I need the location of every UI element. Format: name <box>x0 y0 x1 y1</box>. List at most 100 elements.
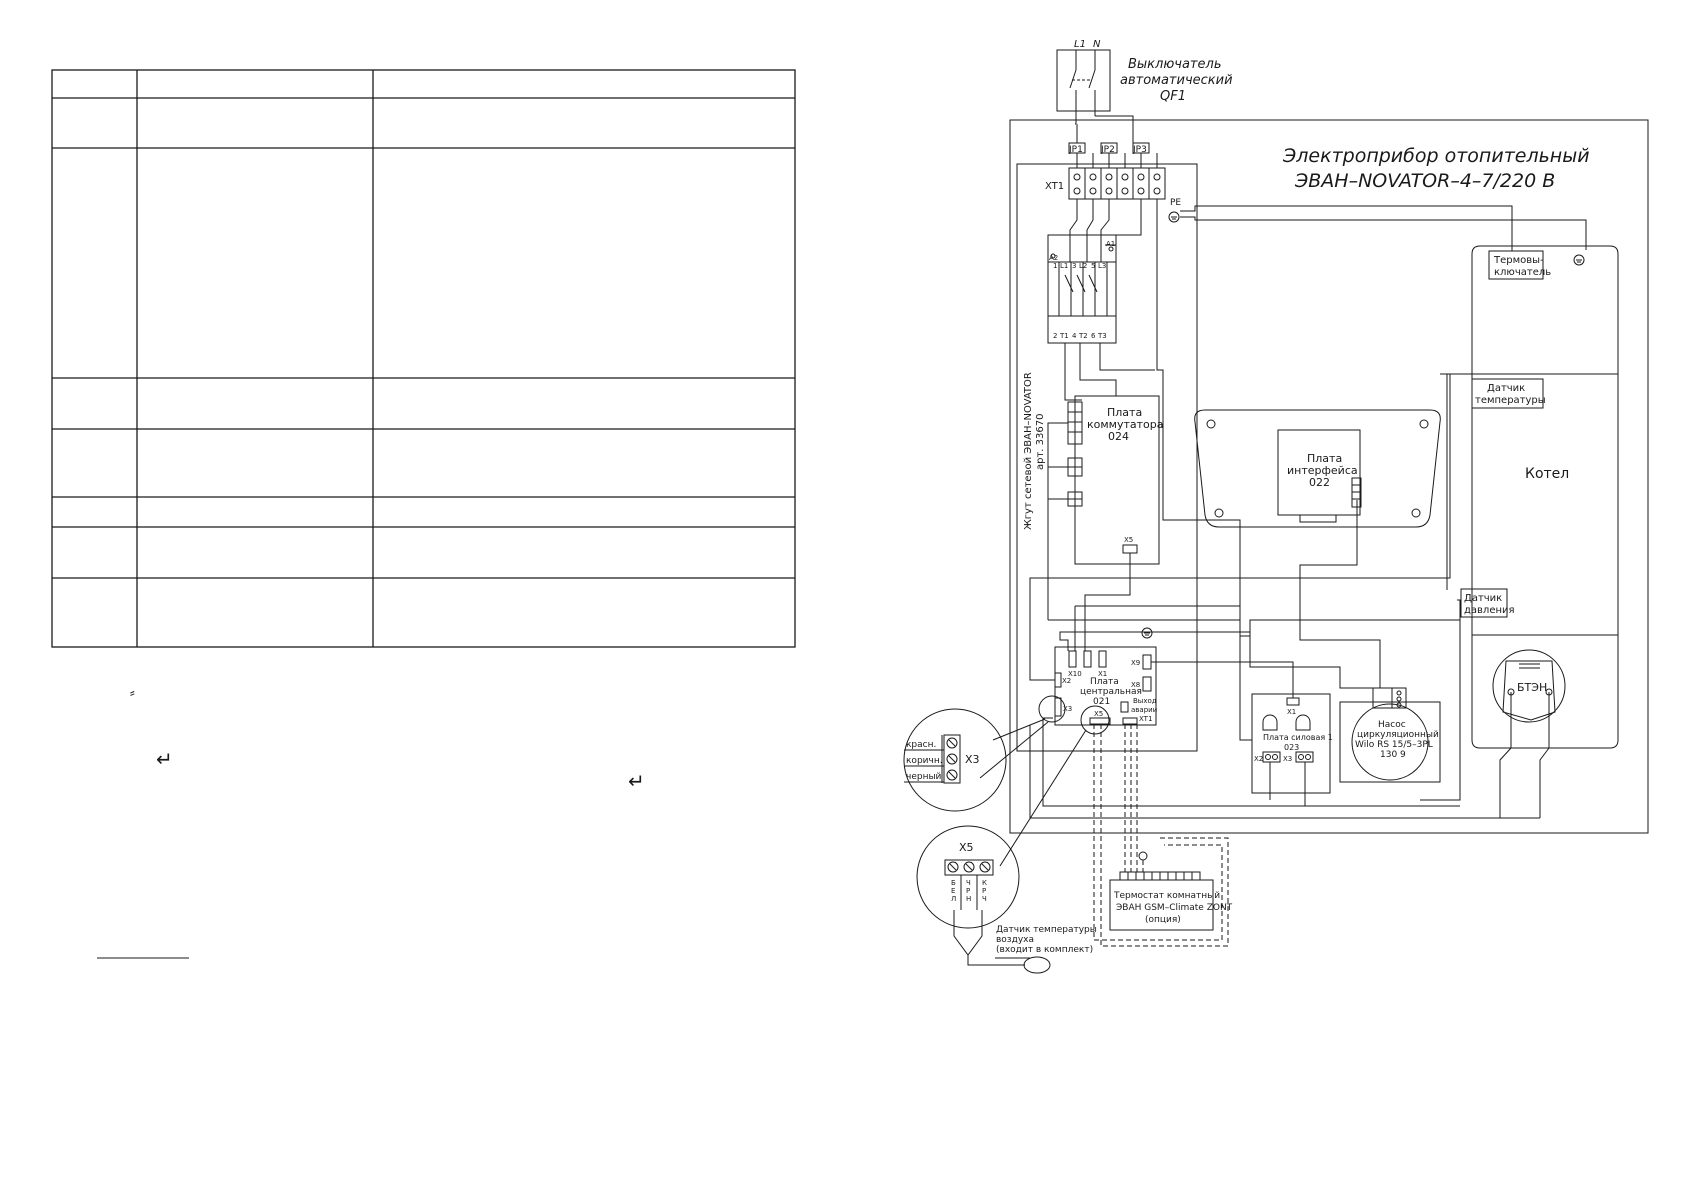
contactor-pin-t3: T3 <box>1097 332 1107 340</box>
temp-sensor-label-line1: Датчик <box>1487 383 1525 394</box>
left-page <box>51 69 796 959</box>
x5-pin2-letter3: Н <box>966 895 971 903</box>
pump-label-line2: циркуляционный <box>1357 730 1439 740</box>
contactor-pin-4: 4 <box>1072 332 1077 340</box>
air-sensor-label-line2: воздуха <box>996 935 1034 945</box>
pe-ground: PE <box>1141 198 1585 639</box>
central-board-label-line3: 021 <box>1093 697 1110 707</box>
switch-board-024: Плата коммутатора 024 X5 <box>1067 395 1164 565</box>
thermal-switch-label-line1: Термовы- <box>1493 255 1544 266</box>
central-board-x8-label: X8 <box>1131 681 1140 689</box>
breaker-label-line1: Выключатель <box>1128 57 1221 72</box>
x3-wire-black: черный <box>906 772 942 782</box>
harness-label: Жгут сетевой ЭВАН–NOVATOR арт. 33670 <box>1023 372 1046 530</box>
dashed-wires <box>1093 724 1229 947</box>
jumper-jp3-label: JP3 <box>1132 145 1147 155</box>
x5-pin1-letter1: Б <box>951 879 956 887</box>
contactor-pin-6: 6 <box>1091 332 1096 340</box>
central-board-x9-label: X9 <box>1131 659 1140 667</box>
supply-n-label: N <box>1093 39 1101 50</box>
room-thermostat: Термостат комнатный ЭВАН GSM–Climate ZON… <box>1109 871 1233 931</box>
boiler-components: Термовы- ключатель Датчик температуры Да… <box>1460 250 1569 723</box>
contactor-a2-label: A2 <box>1049 254 1058 262</box>
alarm-output-label-line2: аварии <box>1131 706 1157 714</box>
switch-board-x5-label: X5 <box>1124 536 1133 544</box>
switch-board-label-line2: коммутатора <box>1087 418 1164 431</box>
contactor-pin-5: 5 <box>1091 262 1095 270</box>
harness-frame <box>1016 163 1198 752</box>
heater-label: БТЭН <box>1517 681 1547 694</box>
enter-key-icon: ↵ <box>628 769 645 793</box>
breaker-qf1: L1 N Выключатель автоматический QF1 <box>1069 39 1233 111</box>
x3-wire-brown: коричн. <box>906 756 943 766</box>
interface-board-label-line2: интерфейса <box>1287 464 1358 477</box>
interface-panel: Плата интерфейса 022 <box>1194 409 1441 528</box>
diagram-title-line1: Электроприбор отопительный <box>1282 145 1590 167</box>
thermostat-label-line3: (опция) <box>1145 915 1181 925</box>
x5-pin3-letter2: Р <box>982 887 986 895</box>
boiler-box <box>1471 245 1619 749</box>
x3-detail: X3 красн. коричн. черный <box>903 695 1066 812</box>
interface-board-label-line3: 022 <box>1309 476 1330 489</box>
heat-icon: ⸗ <box>130 685 135 701</box>
x5-detail-title: X5 <box>959 841 974 854</box>
switch-board-label-line1: Плата <box>1107 406 1142 419</box>
pump-label-line1: Насос <box>1378 720 1406 730</box>
boiler-label: Котел <box>1525 466 1569 482</box>
jumper-jp2-label: JP2 <box>1100 145 1115 155</box>
circulation-pump: Насос циркуляционный Wilo RS 15/5–3PL 13… <box>1339 687 1441 783</box>
contactor-pin-l1: L1 <box>1060 262 1068 270</box>
blank-table <box>51 69 796 648</box>
temp-sensor-label-line2: температуры <box>1475 395 1546 406</box>
power-board-023: X1 Плата силовая 1 023 X2 X3 <box>1251 693 1333 794</box>
wiring-diagram: Электроприбор отопительный ЭВАН–NOVATOR–… <box>903 39 1649 974</box>
central-board-x5-label: X5 <box>1094 710 1103 718</box>
contactor-k1: A2 A1 1 L1 3 L2 5 L3 2 T1 4 T2 6 T3 <box>1047 234 1117 344</box>
pump-label-line3: Wilo RS 15/5–3PL <box>1355 740 1433 750</box>
pressure-sensor-label-line2: давления <box>1464 605 1515 616</box>
pe-label: PE <box>1170 198 1181 208</box>
contactor-pin-1: 1 <box>1053 262 1057 270</box>
x3-wire-red: красн. <box>906 740 936 750</box>
x5-pin3-letter1: К <box>982 879 987 887</box>
breaker-label-line3: QF1 <box>1160 89 1186 104</box>
power-board-x1-label: X1 <box>1287 708 1296 716</box>
breaker-box <box>1056 49 1111 112</box>
x5-pin3-letter3: Ч <box>982 895 987 903</box>
terminal-xt1-label: XT1 <box>1045 181 1064 192</box>
terminal-xt1: JP1 JP2 JP3 XT1 <box>1045 111 1166 200</box>
contactor-pin-l3: L3 <box>1098 262 1106 270</box>
central-board-x10-label: X10 <box>1068 670 1082 678</box>
thermal-switch-box <box>1488 250 1544 280</box>
alarm-output-xt1-label: XT1 <box>1139 715 1152 723</box>
switch-board-label-line3: 024 <box>1108 430 1129 443</box>
contactor-a1-label: A1 <box>1106 240 1115 248</box>
power-board-x3-label: X3 <box>1283 755 1292 763</box>
interface-board-label-line1: Плата <box>1307 452 1342 465</box>
diagram-frames <box>1009 49 1649 834</box>
thermal-switch-label-line2: ключатель <box>1494 267 1551 278</box>
central-board-x3-label: X3 <box>1063 705 1072 713</box>
supply-l1-label: L1 <box>1074 39 1086 50</box>
contactor-pin-t1: T1 <box>1059 332 1069 340</box>
temp-sensor-box <box>1471 378 1544 409</box>
contactor-pin-2: 2 <box>1053 332 1057 340</box>
central-board-label-line2: центральная <box>1080 687 1142 697</box>
pressure-sensor-box <box>1460 588 1508 618</box>
pump-label-line4: 130 9 <box>1380 750 1406 760</box>
power-board-label-line1: Плата силовая 1 <box>1263 733 1333 742</box>
air-sensor-label-line3: (входит в комплект) <box>996 945 1093 955</box>
x5-pin1-letter3: Л <box>951 895 956 903</box>
central-board-label-line1: Плата <box>1090 677 1119 687</box>
central-board-x2-label: X2 <box>1062 677 1071 685</box>
x5-pin1-letter2: Е <box>951 887 955 895</box>
thermostat-label-line1: Термостат комнатный <box>1113 891 1220 901</box>
power-board-x2-label: X2 <box>1254 755 1263 763</box>
harness-label-line2: арт. 33670 <box>1035 414 1046 470</box>
outer-frame <box>1009 119 1649 834</box>
power-board-label-line2: 023 <box>1284 743 1299 752</box>
contactor-pin-3: 3 <box>1072 262 1076 270</box>
wires <box>1029 124 1587 819</box>
